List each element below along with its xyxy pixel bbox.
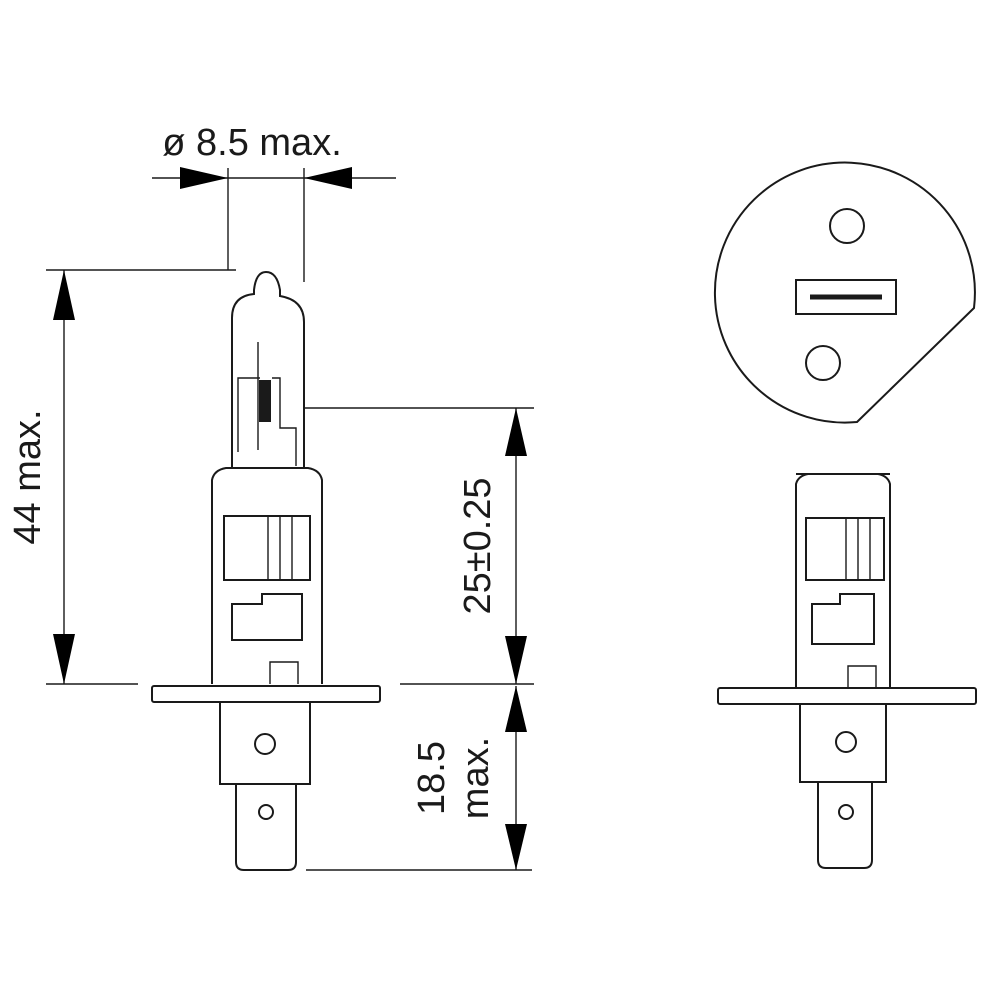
contact-tab	[235, 784, 297, 871]
bulb-side-view	[151, 270, 381, 871]
flange-plate	[151, 685, 381, 703]
base-length-dimension: 18.5 max.	[306, 686, 532, 871]
arrow-left-pointing	[304, 167, 352, 189]
contact-tab	[817, 782, 873, 869]
contact-tab-hole	[838, 804, 854, 820]
body-window-lower	[811, 593, 875, 645]
base-length-value: 18.5	[411, 741, 453, 815]
lower-body-hole	[835, 731, 857, 753]
flange-plate	[717, 687, 977, 705]
arrow-down	[505, 824, 527, 870]
bulb-front-view	[717, 473, 977, 869]
lower-body-hole	[254, 733, 276, 755]
bulb-body	[795, 473, 891, 688]
body-window-upper	[223, 515, 311, 581]
lower-body	[219, 701, 311, 785]
arrow-down	[53, 634, 75, 684]
arrow-down	[505, 636, 527, 684]
contact-tab-hole	[258, 804, 274, 820]
base-outline	[713, 161, 976, 424]
bulb-body	[211, 467, 323, 684]
overall-length-dimension: 44 max.	[7, 269, 236, 685]
center-slot	[795, 279, 897, 315]
filament-support	[237, 377, 297, 466]
base-length-suffix: max.	[455, 737, 497, 819]
focal-distance-dimension: 25±0.25	[304, 407, 534, 685]
upper-pin-hole	[829, 208, 865, 244]
overall-length-label: 44 max.	[7, 409, 49, 544]
base-top-view	[713, 161, 976, 424]
diameter-label: ø 8.5 max.	[162, 122, 342, 164]
glass-capsule	[231, 270, 305, 468]
lower-pin-hole	[805, 345, 841, 381]
arrow-up	[505, 686, 527, 732]
body-window-lower	[231, 593, 303, 641]
focal-distance-label: 25±0.25	[457, 477, 499, 614]
diameter-dimension: ø 8.5 max.	[152, 122, 396, 282]
arrow-up	[53, 270, 75, 320]
flange-step	[847, 665, 877, 688]
flange-step	[269, 661, 299, 684]
body-window-upper	[805, 517, 885, 581]
filament	[259, 380, 271, 422]
arrow-up	[505, 408, 527, 456]
lower-body	[799, 703, 887, 783]
arrow-right-pointing	[180, 167, 228, 189]
